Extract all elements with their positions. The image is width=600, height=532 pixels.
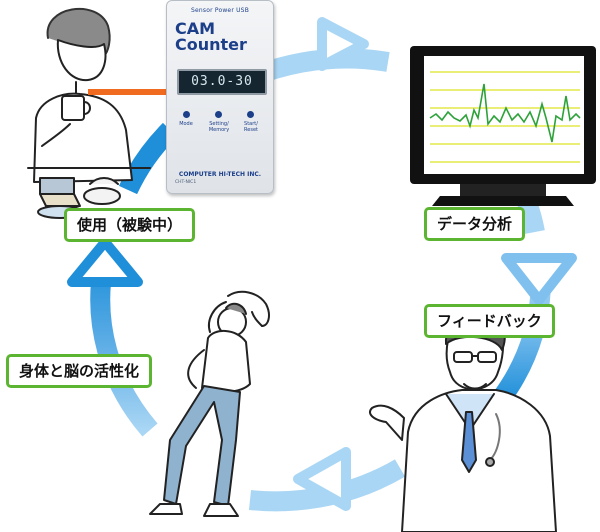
mode-button[interactable] [183, 111, 190, 118]
device-maker: COMPUTER HI-TECH INC. [178, 171, 262, 178]
arrow-up-icon [67, 237, 143, 287]
label-activation: 身体と脳の活性化 [6, 354, 153, 388]
doctor-icon [368, 314, 557, 532]
label-use: 使用（被験中） [64, 208, 196, 242]
arrow-right-icon [317, 17, 369, 71]
signal-waveform [429, 83, 581, 143]
device-port-labels: Sensor Power USB [190, 7, 250, 14]
cycle-arc-left [90, 260, 158, 437]
monitor-icon [410, 46, 596, 206]
label-feedback: フィードバック [424, 304, 555, 338]
arrow-down-icon [501, 253, 577, 305]
cycle-arc-left-upper [118, 122, 178, 195]
person-stretching-icon [149, 290, 270, 517]
setting-memory-button-label: Setting/ Memory [208, 121, 230, 133]
mode-button-label: Mode [179, 121, 193, 127]
setting-memory-button[interactable] [215, 111, 222, 118]
arrow-left-icon [293, 447, 351, 511]
device-model: CHT-NIC1 [175, 180, 197, 185]
cam-counter-device: Sensor Power USB CAM Counter 03.0-30 Mod… [166, 0, 274, 194]
person-drinking-icon [27, 8, 151, 219]
analysis-gridlines [430, 71, 580, 163]
device-brand-line2: Counter [175, 35, 247, 54]
device-brand-line1: CAM [175, 19, 216, 38]
device-display: 03.0-30 [177, 69, 267, 95]
device-brand: CAM Counter [175, 21, 271, 53]
label-data-analysis: データ分析 [424, 207, 526, 241]
start-reset-button[interactable] [247, 111, 254, 118]
start-reset-button-label: Start/ Reset [244, 121, 258, 133]
